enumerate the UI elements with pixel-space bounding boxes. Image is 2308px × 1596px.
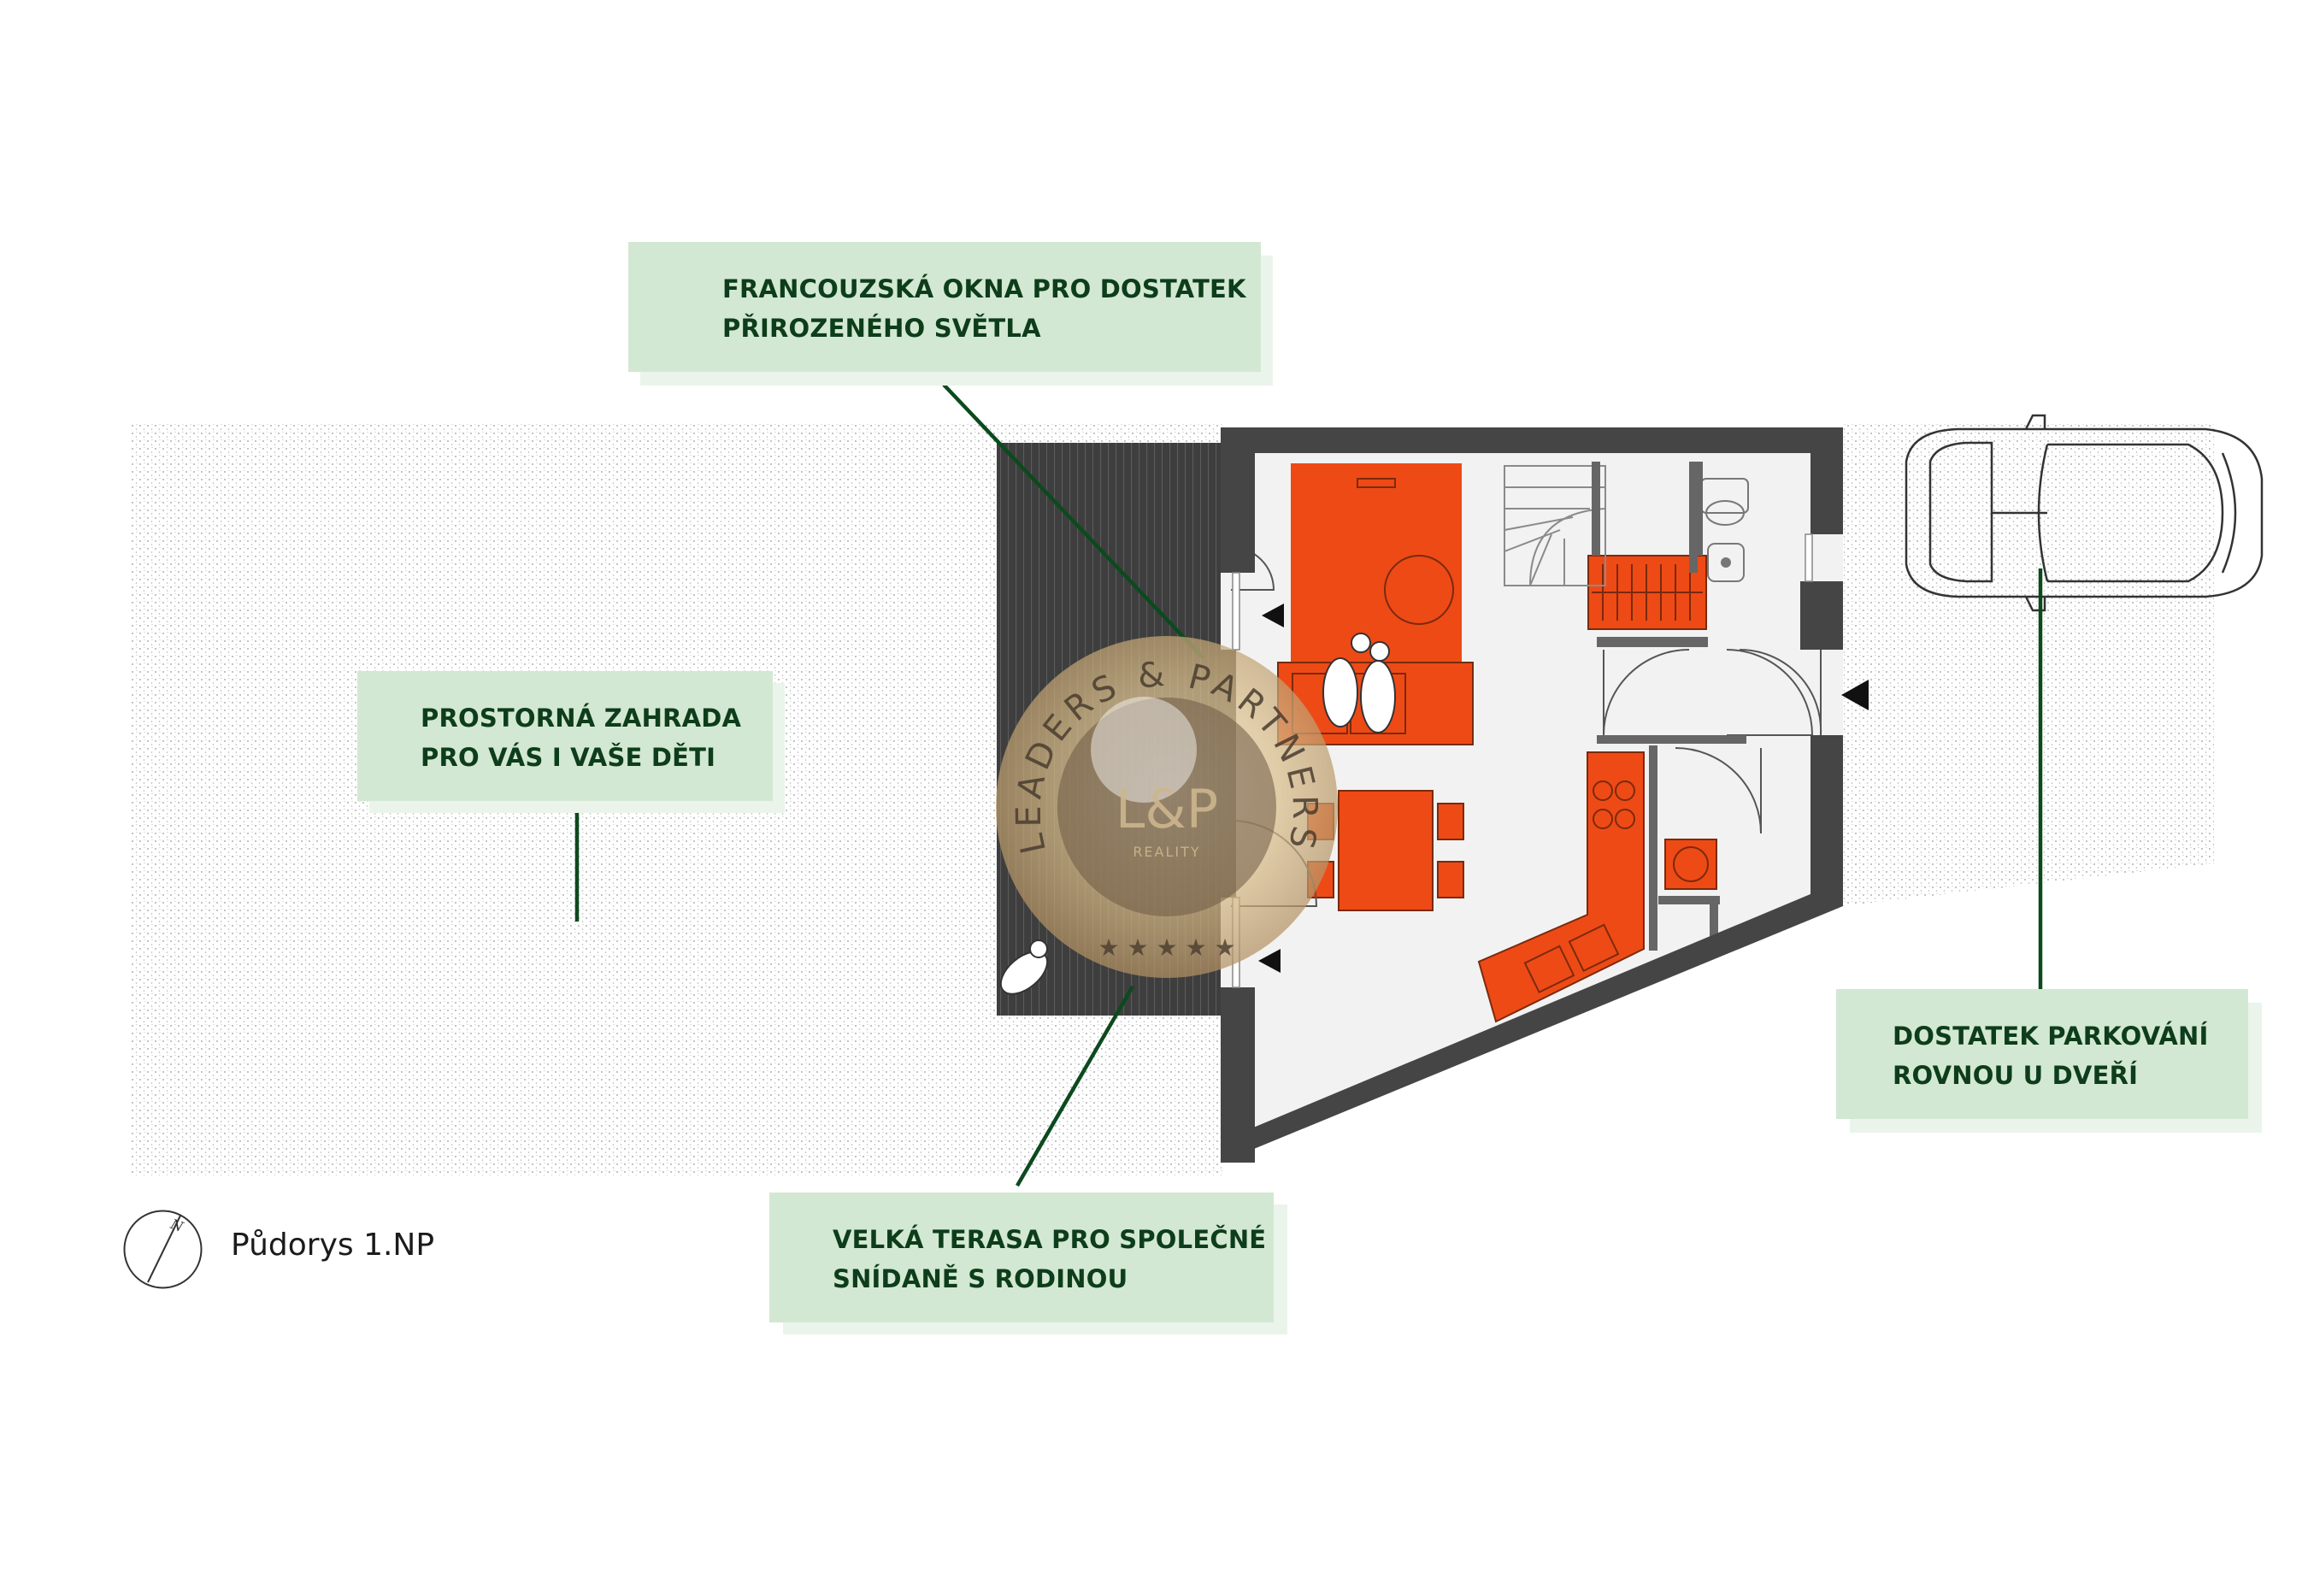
north-arrow-icon — [123, 1210, 203, 1289]
callout-line-2: PRO VÁS I VAŠE DĚTI — [421, 743, 716, 772]
callout-text: PROSTORNÁ ZAHRADA PRO VÁS I VAŠE DĚTI — [421, 698, 741, 777]
callout-line-2: PŘIROZENÉHO SVĚTLA — [722, 314, 1041, 343]
car-icon — [1905, 414, 2264, 612]
callout-text: VELKÁ TERASA PRO SPOLEČNÉ SNÍDANĚ S RODI… — [833, 1220, 1266, 1299]
staircase — [1504, 465, 1606, 586]
dining-table — [1338, 790, 1434, 911]
leader-lines — [574, 383, 2043, 1187]
watermark-stars: ★ ★ ★ ★ ★ — [1098, 933, 1235, 962]
callout-line-2: ROVNOU U DVEŘÍ — [1893, 1061, 2139, 1090]
watermark-logo: L&P — [1116, 778, 1218, 840]
entrance-arrow-icon — [1258, 949, 1281, 973]
kitchen-counter — [1477, 751, 1645, 1023]
plan-caption: Půdorys 1.NP — [231, 1228, 435, 1263]
leader-line-windows — [942, 383, 1205, 660]
callout-line-1: VELKÁ TERASA PRO SPOLEČNÉ — [833, 1225, 1267, 1254]
callout-line-2: SNÍDANĚ S RODINOU — [833, 1264, 1128, 1293]
leader-line-terrace — [1016, 985, 1134, 1187]
parking-area — [1843, 423, 2214, 906]
people-sketch — [999, 633, 1396, 995]
entrance-arrow-icon — [1262, 604, 1284, 627]
watermark-stamp: LEADERS & PARTNERS L&P REALITY ★ ★ ★ ★ ★ — [996, 636, 1338, 978]
entrance-arrow-icon — [1841, 680, 1869, 710]
callout-text: DOSTATEK PARKOVÁNÍ ROVNOU U DVEŘÍ — [1893, 1016, 2208, 1095]
callout-text: FRANCOUZSKÁ OKNA PRO DOSTATEK PŘIROZENÉH… — [722, 269, 1246, 348]
callout-line-1: PROSTORNÁ ZAHRADA — [421, 704, 742, 733]
entrance-markers — [1258, 604, 1869, 973]
callout-line-1: DOSTATEK PARKOVÁNÍ — [1893, 1022, 2209, 1051]
inner-walls — [1592, 462, 1746, 951]
callout-line-1: FRANCOUZSKÁ OKNA PRO DOSTATEK — [722, 274, 1246, 303]
watermark-sub: REALITY — [1133, 844, 1200, 860]
round-table — [1384, 555, 1454, 625]
